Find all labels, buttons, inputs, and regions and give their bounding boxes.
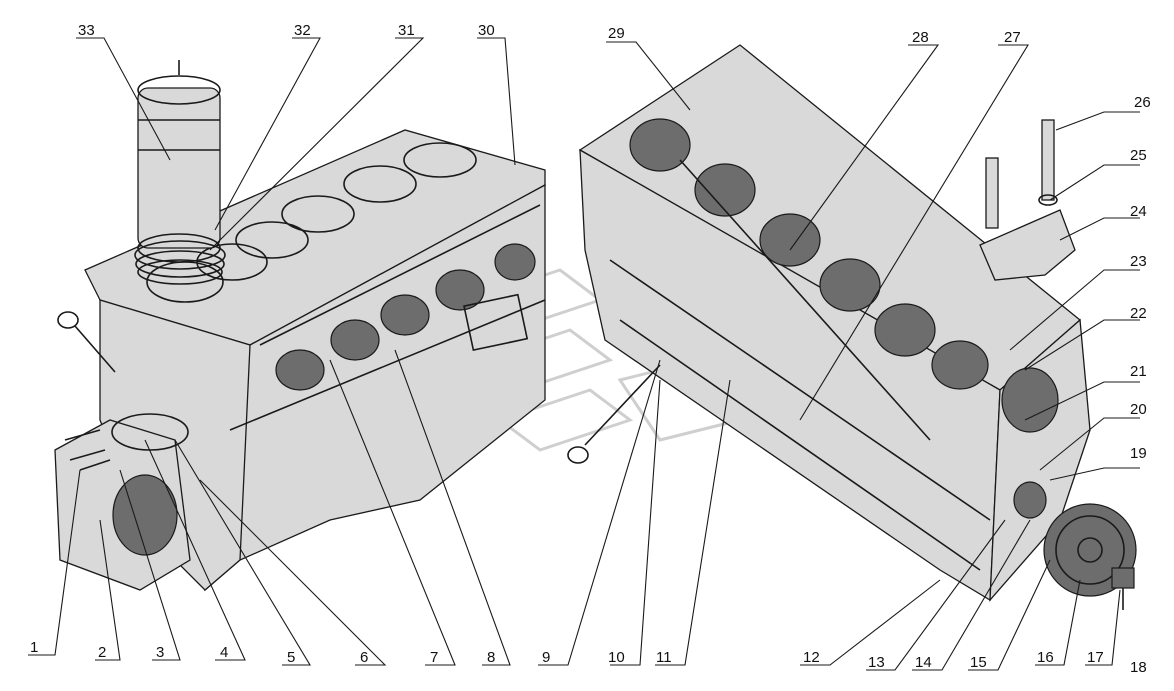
callout-27: 27 (1004, 29, 1021, 46)
callout-24: 24 (1130, 203, 1147, 220)
callout-16: 16 (1037, 649, 1054, 666)
callout-32: 32 (294, 22, 311, 39)
callout-11: 11 (656, 649, 672, 666)
callout-9: 9 (542, 649, 550, 666)
callout-31: 31 (398, 22, 415, 39)
callout-13: 13 (868, 654, 885, 671)
callout-14: 14 (915, 654, 932, 671)
callout-30: 30 (478, 22, 495, 39)
callout-33: 33 (78, 22, 95, 39)
callout-4: 4 (220, 644, 228, 661)
callout-8: 8 (487, 649, 495, 666)
right-engine-block (567, 44, 1137, 610)
callout-1: 1 (30, 639, 38, 656)
callout-labels: 1 2 3 4 5 6 7 8 9 10 11 12 13 14 15 16 1… (30, 22, 1151, 676)
callout-19: 19 (1130, 445, 1147, 462)
callout-6: 6 (360, 649, 368, 666)
callout-5: 5 (287, 649, 295, 666)
leader-lines (28, 37, 1140, 671)
callout-25: 25 (1130, 147, 1147, 164)
callout-29: 29 (608, 25, 625, 42)
callout-23: 23 (1130, 253, 1147, 270)
callout-7: 7 (430, 649, 438, 666)
callout-20: 20 (1130, 401, 1147, 418)
callout-12: 12 (803, 649, 820, 666)
callout-22: 22 (1130, 305, 1147, 322)
callout-17: 17 (1087, 649, 1104, 666)
callout-2: 2 (98, 644, 106, 661)
callout-26: 26 (1134, 94, 1151, 111)
callout-3: 3 (156, 644, 164, 661)
callout-28: 28 (912, 29, 929, 46)
left-engine-block (54, 60, 546, 592)
callout-15: 15 (970, 654, 987, 671)
callout-21: 21 (1130, 363, 1147, 380)
callout-18: 18 (1130, 659, 1147, 676)
callout-10: 10 (608, 649, 625, 666)
